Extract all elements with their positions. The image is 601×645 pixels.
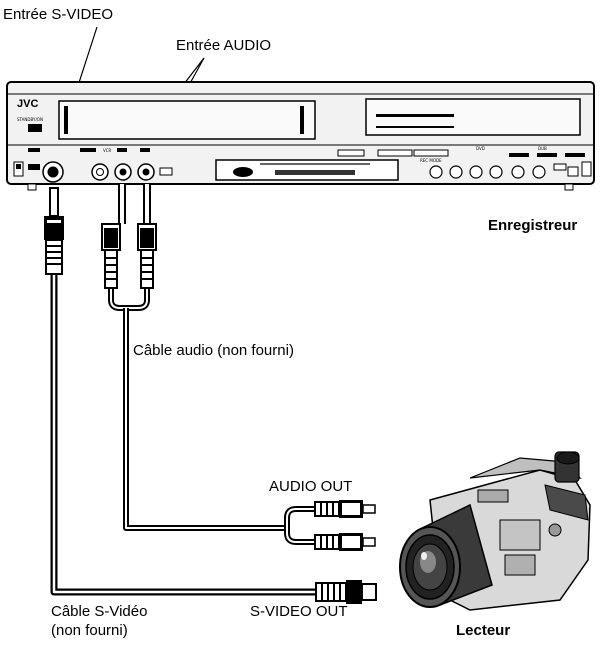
audio-out-plug-bottom [314,533,376,551]
rec-mode-label: REC MODE [420,158,442,163]
mode-label: VCR [103,148,112,153]
audio-input-label: Entrée AUDIO [176,37,272,54]
svideo-input-label: Entrée S-VIDEO [3,6,114,23]
camcorder-device [399,451,591,611]
audio-cable [123,308,287,531]
svideo-cable [50,272,320,596]
brand-logo: JVC [17,98,38,110]
power-button [28,124,42,132]
dub-label: DUB [538,146,547,151]
dvd-label: DVD [476,146,485,151]
vhs-tape-slot [58,100,316,140]
svideo-out-plug [315,580,377,604]
player-label: Lecteur [456,622,511,639]
audio-out-label: AUDIO OUT [269,478,353,495]
audio-cable-label: Câble audio (non fourni) [133,342,294,359]
recorder-label: Enregistreur [488,217,578,234]
svideo-out-label: S-VIDEO OUT [250,603,348,620]
svideo-plug-recorder [44,187,64,275]
audio-out-plug-top [314,500,376,518]
svideo-cable-label-line2: (non fourni) [51,622,128,639]
audio-plug-right [137,184,157,289]
power-label: STANDBY/ON [17,117,43,122]
audio-plug-left [101,184,126,289]
svideo-cable-label-line1: Câble S-Vidéo [51,603,148,620]
recorder-device: JVC STANDBY/ON VCR DVD DUB [6,81,595,191]
